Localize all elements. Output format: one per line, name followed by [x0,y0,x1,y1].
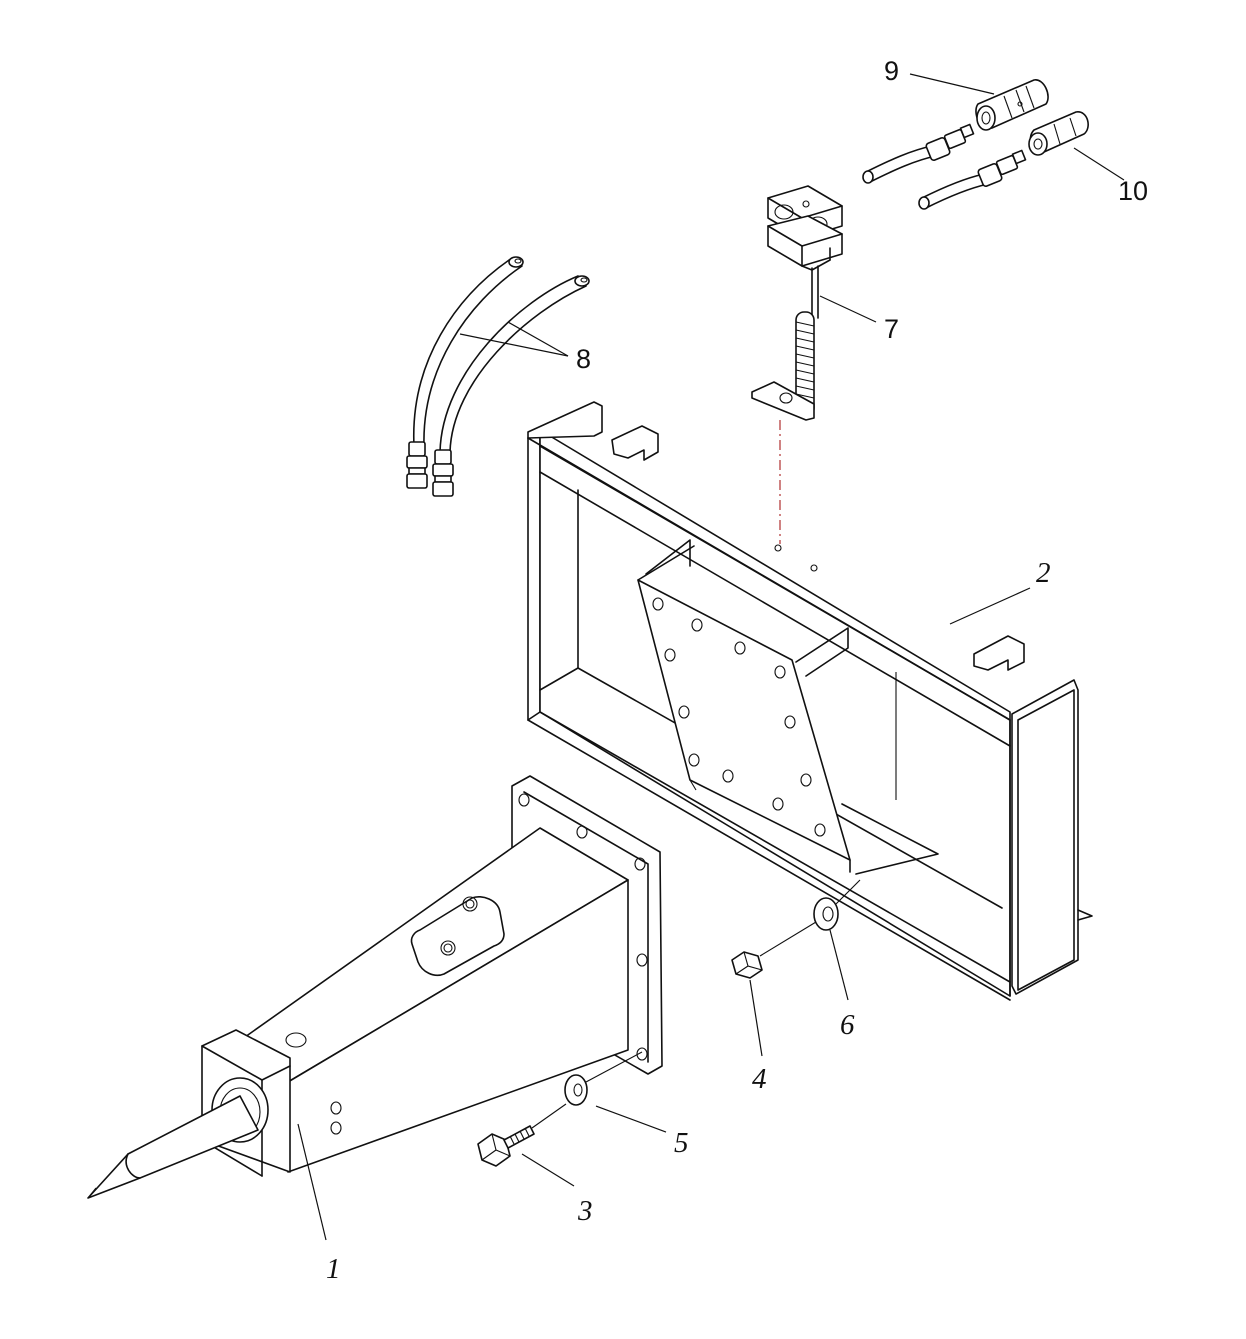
mounting-frame [527,401,1093,1001]
bolt [477,1125,535,1167]
callout-2: 2 [1036,557,1051,589]
callout-10: 10 [1118,176,1148,206]
nut [731,951,763,979]
hydraulic-hoses [406,256,590,497]
spring [795,311,815,417]
callout-7: 7 [884,314,899,344]
hammer-body [87,775,663,1199]
callout-9: 9 [884,56,899,86]
callout-3: 3 [577,1195,593,1227]
quick-couplers [862,79,1089,210]
callout-8: 8 [576,344,591,374]
callout-6: 6 [840,1009,855,1041]
hose-clamp-bracket [751,185,843,544]
callout-5: 5 [674,1127,689,1159]
leader-lines [297,73,1125,1241]
fasteners [477,879,861,1167]
female-coupler [975,79,1049,131]
washer-5 [564,1074,588,1106]
callout-1: 1 [326,1253,341,1285]
washer-6 [813,897,839,931]
callout-labels: 1 2 3 4 5 6 7 8 9 10 [326,56,1148,1285]
callout-4: 4 [752,1063,767,1095]
male-coupler [1028,111,1089,156]
hose-fittings [406,441,454,497]
